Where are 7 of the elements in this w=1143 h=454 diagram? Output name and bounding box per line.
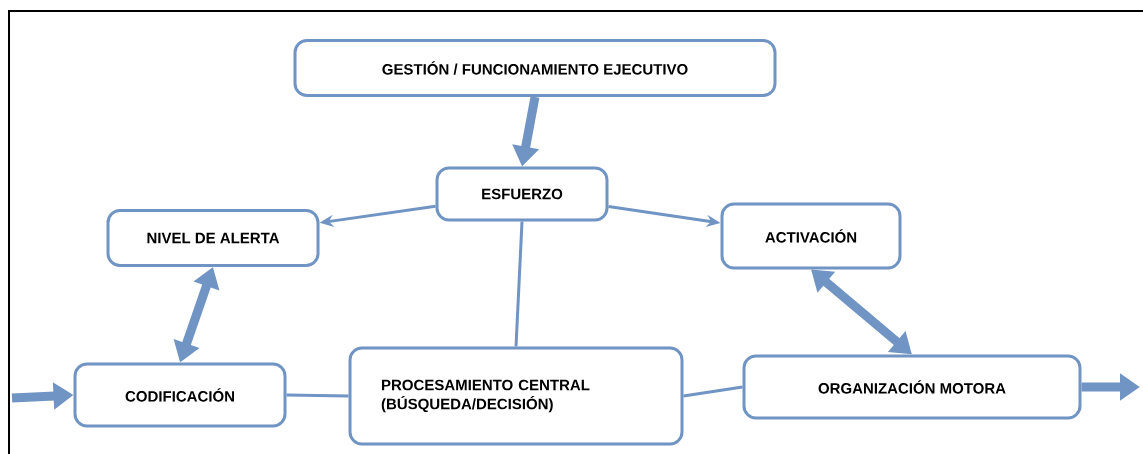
process-box: ACTIVACIÓN xyxy=(720,202,902,270)
process-box: PROCESAMIENTO CENTRAL (BÚSQUEDA/DECISIÓN) xyxy=(348,346,684,446)
process-box: NIVEL DE ALERTA xyxy=(106,209,320,267)
process-box: ESFUERZO xyxy=(435,166,609,222)
process-box: ORGANIZACIÓN MOTORA xyxy=(742,354,1082,420)
process-box: CODIFICACIÓN xyxy=(73,362,287,428)
process-box: GESTIÓN / FUNCIONAMIENTO EJECUTIVO xyxy=(293,39,777,97)
